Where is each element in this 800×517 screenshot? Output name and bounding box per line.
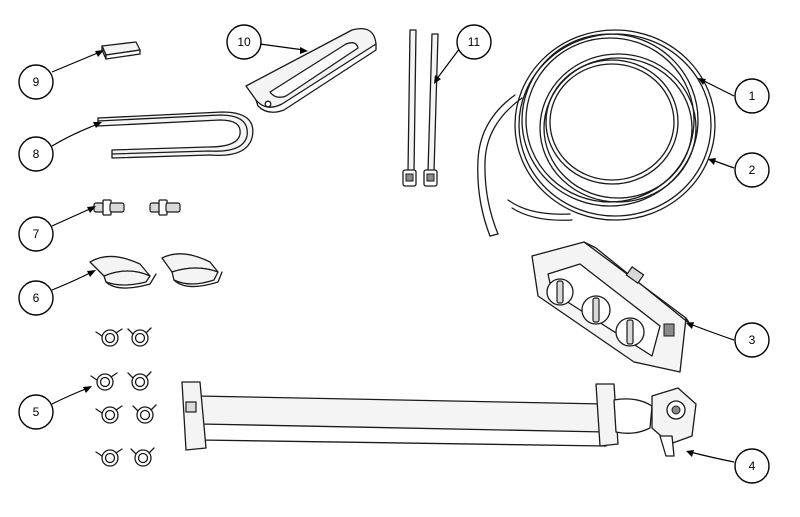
- part-11-cable-ties: [402, 29, 439, 187]
- part-4-heater-assembly: [181, 381, 697, 457]
- callout-8: 8: [18, 136, 54, 172]
- callout-9-label: 9: [33, 75, 40, 89]
- part-5-hose-clamps: [90, 327, 157, 467]
- callout-10: 10: [226, 24, 262, 60]
- part-7-hose-connectors: [93, 199, 181, 216]
- part-6-spring-clips: [89, 253, 223, 289]
- callout-7: 7: [18, 216, 54, 252]
- callout-11-label: 11: [468, 35, 481, 49]
- callout-2-label: 2: [749, 163, 756, 177]
- callout-8-label: 8: [33, 147, 40, 161]
- callout-9: 9: [18, 64, 54, 100]
- callout-2: 2: [734, 152, 770, 188]
- callout-5: 5: [18, 394, 54, 430]
- part-9-spacer: [101, 41, 141, 60]
- callout-3: 3: [734, 322, 770, 358]
- part-8-u-strip: [97, 111, 254, 159]
- callout-4: 4: [734, 448, 770, 484]
- callout-10-label: 10: [237, 35, 251, 49]
- callout-leaders: [51, 43, 735, 463]
- callout-5-label: 5: [33, 405, 40, 419]
- part-1-2-coiled-hose: [477, 29, 716, 237]
- callout-3-label: 3: [749, 333, 756, 347]
- callout-4-label: 4: [749, 459, 756, 473]
- part-10-bracket-plate: [245, 27, 377, 113]
- callout-11: 11: [456, 24, 492, 60]
- callout-1-label: 1: [749, 89, 756, 103]
- callout-6: 6: [18, 280, 54, 316]
- callout-1: 1: [734, 78, 770, 114]
- callout-7-label: 7: [33, 227, 40, 241]
- callout-6-label: 6: [33, 291, 40, 305]
- part-3-control-panel: [531, 241, 691, 373]
